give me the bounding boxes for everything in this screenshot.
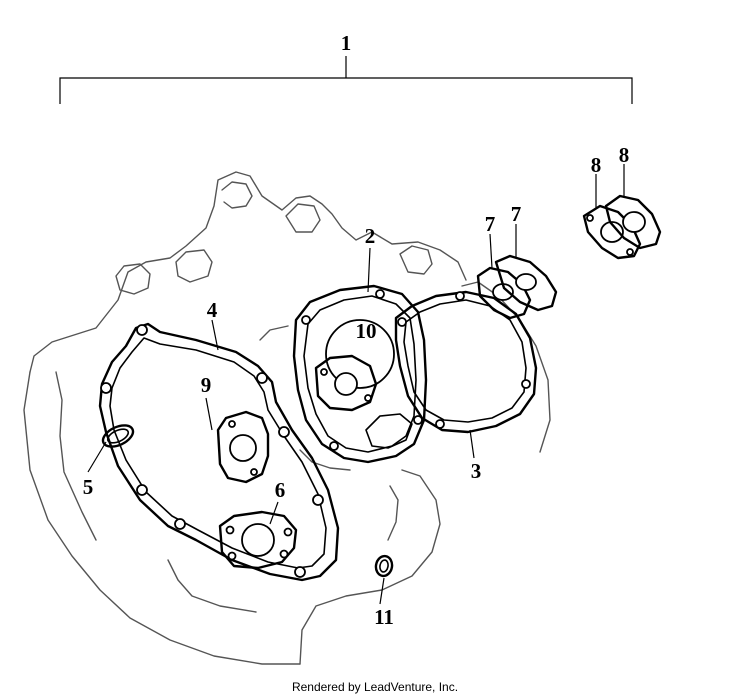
assembly-bracket	[59, 56, 633, 104]
callout-10: 10	[356, 319, 377, 343]
breather-plate-gasket	[216, 410, 270, 484]
intake-port-gasket	[314, 354, 378, 412]
governor-cover-gasket	[218, 510, 298, 570]
callout-6: 6	[275, 478, 286, 502]
callout-labels: 1 2 3 4 5 6 7 7 8 8 9 10 11	[83, 31, 630, 629]
callout-leaders	[87, 164, 625, 605]
exhaust-gasket-pair	[476, 254, 558, 320]
render-credit: Rendered by LeadVenture, Inc.	[291, 680, 459, 694]
small-o-ring	[374, 554, 394, 578]
callout-11: 11	[374, 605, 394, 629]
callout-3: 3	[471, 459, 482, 483]
crankcase-cover-gasket	[98, 322, 340, 582]
muffler-gasket-pair	[582, 194, 662, 260]
callout-9: 9	[201, 373, 212, 397]
callout-8a: 8	[591, 153, 602, 177]
cylinder-head-gasket	[292, 284, 428, 464]
callout-7a: 7	[485, 212, 496, 236]
engine-block-outline	[23, 171, 551, 665]
callout-4: 4	[207, 298, 218, 322]
valve-cover-gasket	[394, 290, 538, 434]
callout-1: 1	[341, 31, 352, 55]
seal-o-ring	[101, 424, 135, 448]
callout-8b: 8	[619, 143, 630, 167]
callout-2: 2	[365, 224, 376, 248]
callout-7b: 7	[511, 202, 522, 226]
callout-5: 5	[83, 475, 94, 499]
